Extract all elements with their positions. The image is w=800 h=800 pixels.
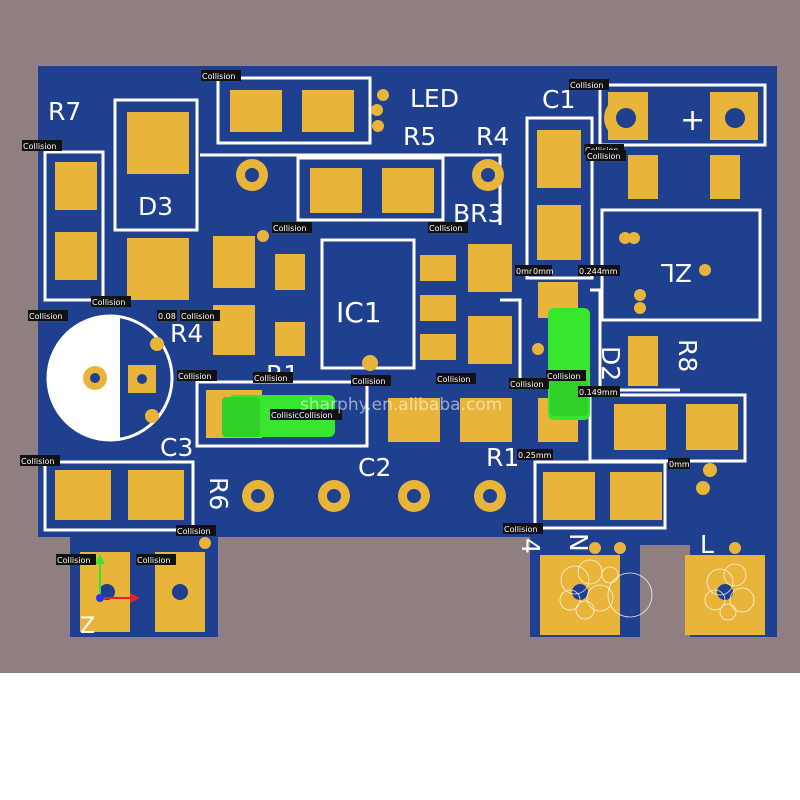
measurement-0mm-a: 0mm (516, 267, 537, 276)
svg-text:Collision: Collision (352, 377, 386, 386)
through-hole-pads (91, 89, 757, 610)
svg-text:Collision: Collision (254, 374, 288, 383)
svg-text:Collision: Collision (437, 375, 471, 384)
collision-tag: Collision (22, 140, 62, 151)
silk-r4b: R4 (170, 319, 203, 348)
collision-tag: Collision (56, 554, 96, 565)
collision-tag: Collision (253, 372, 293, 383)
svg-text:CollisicCollision: CollisicCollision (271, 411, 332, 420)
measurement-0-25mm: 0.25mm (518, 451, 552, 460)
svg-text:Collision: Collision (92, 298, 126, 307)
silk-four: 4 (516, 538, 545, 554)
collision-tag: Collision (20, 455, 60, 466)
collision-tag: Collision (176, 525, 216, 536)
measurement-0-149mm: 0.149mm (579, 388, 618, 397)
silk-r6: R6 (204, 477, 233, 510)
collision-tag: CollisicCollision (270, 409, 342, 420)
svg-text:Collision: Collision (29, 312, 63, 321)
collision-tag: Collision (28, 310, 68, 321)
silk-d3: D3 (138, 192, 173, 221)
svg-text:Collision: Collision (181, 312, 215, 321)
silk-plus: + (680, 103, 705, 138)
svg-text:Collision: Collision (429, 224, 463, 233)
svg-text:Collision: Collision (504, 525, 538, 534)
silk-ic1: IC1 (336, 296, 382, 329)
silk-r4: R4 (476, 122, 509, 151)
silk-led: LED (410, 84, 459, 113)
svg-text:Collision: Collision (137, 556, 171, 565)
silk-r8: R8 (673, 339, 702, 372)
silk-n: N (564, 533, 593, 552)
collision-tag: Collision (436, 373, 476, 384)
collision-tag: Collision (91, 296, 131, 307)
silk-r5: R5 (403, 122, 436, 151)
axis-gizmo (95, 554, 140, 603)
pcb-board-view[interactable]: R7 LED C1 + R5 R4 D3 BR3 IC1 ZL R4 R8 D2… (0, 0, 800, 673)
collision-tag: Collision (180, 310, 220, 321)
measurement-0mm-b: 0mm (533, 267, 554, 276)
silk-r7: R7 (48, 97, 81, 126)
svg-text:Collision: Collision (547, 372, 581, 381)
silk-r1b: R1 (486, 443, 519, 472)
measurement-0-08: 0.08 (158, 312, 176, 321)
collision-outlines (559, 559, 755, 621)
collision-tag: Collision (272, 222, 312, 233)
measurement-0mm-c: 0mm (669, 460, 690, 469)
measurement-tags: 0.08 0mm 0mm 0.244mm 0.149mm 0.25mm 0mm (157, 265, 690, 469)
silk-zl: ZL (661, 258, 692, 287)
collision-tag: Collision (546, 370, 586, 381)
collision-tag: Collision (569, 79, 609, 90)
svg-text:Collision: Collision (23, 142, 57, 151)
collision-tag: Collision (428, 222, 468, 233)
svg-text:Collision: Collision (177, 527, 211, 536)
silkscreen-outlines (43, 76, 767, 532)
svg-text:Collision: Collision (21, 457, 55, 466)
measurement-0-244mm: 0.244mm (579, 267, 618, 276)
collision-tag: Collision (177, 370, 217, 381)
silk-c2: C2 (358, 453, 391, 482)
collision-tag: Collision (201, 70, 241, 81)
svg-text:Collision: Collision (587, 152, 621, 161)
svg-text:Collision: Collision (570, 81, 604, 90)
collision-tags: Collision Collision Collision Collision … (20, 70, 626, 565)
svg-text:Collision: Collision (178, 372, 212, 381)
silk-d2: D2 (596, 346, 625, 381)
collision-tag: Collision (351, 375, 391, 386)
svg-text:Collision: Collision (510, 380, 544, 389)
collision-tag: Collision (586, 150, 626, 161)
svg-text:Collision: Collision (57, 556, 91, 565)
watermark-text: sharphy.en.alibaba.com (300, 395, 502, 415)
silk-z: Z (80, 614, 95, 639)
capacitor-c3-footprint (46, 314, 182, 442)
pcb-3d-viewport[interactable]: R7 LED C1 + R5 R4 D3 BR3 IC1 ZL R4 R8 D2… (0, 0, 800, 673)
collision-tag: Collision (509, 378, 549, 389)
collision-tag: Collision (503, 523, 543, 534)
collision-tag: Collision (136, 554, 176, 565)
svg-text:Collision: Collision (202, 72, 236, 81)
svg-text:Collision: Collision (273, 224, 307, 233)
silk-c3: C3 (160, 433, 193, 462)
silk-l: L (700, 530, 714, 559)
